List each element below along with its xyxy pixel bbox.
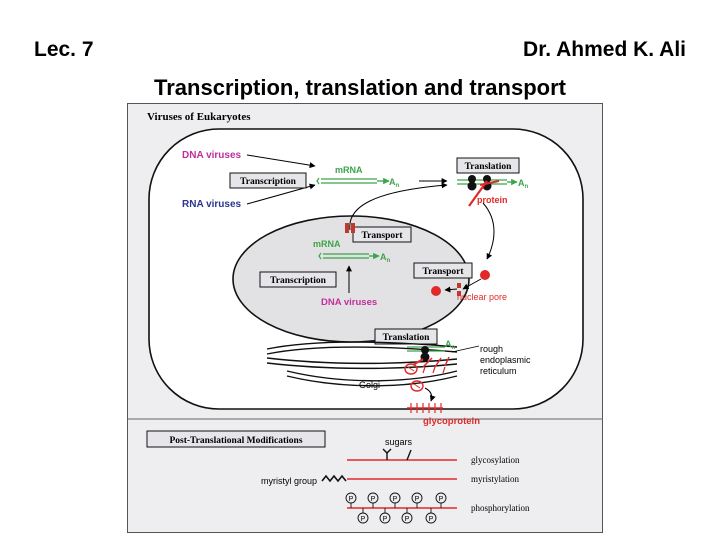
transport-label-export: Transport — [362, 231, 404, 241]
rna-viruses-label: RNA viruses — [182, 199, 242, 210]
nuclear-pore-export — [345, 223, 349, 233]
transport-label-import: Transport — [423, 267, 465, 277]
nuclear-pore-label: nuclear pore — [457, 292, 507, 302]
lecture-number: Lec. 7 — [34, 38, 94, 61]
protein-label: protein — [477, 195, 508, 205]
svg-text:An: An — [389, 177, 400, 189]
rough-er-membrane — [266, 341, 458, 350]
to-membrane-arrow — [424, 387, 436, 402]
transcription-box-cyto — [229, 172, 307, 189]
phosphate-groups — [345, 492, 447, 524]
export-arrow — [349, 182, 448, 231]
svg-text:P: P — [361, 516, 366, 523]
svg-text:P: P — [415, 496, 420, 503]
ribosome-cyto-1 — [468, 175, 476, 183]
virus-gene-expression-figure: Viruses of Eukaryotes DNA viruses RNA vi… — [127, 103, 603, 533]
rough-er-label-3: reticulum — [480, 366, 517, 376]
svg-text:P: P — [405, 516, 410, 523]
transport-box-export — [352, 226, 412, 243]
ribosome-cyto-2 — [483, 175, 491, 183]
ribosome-er — [421, 346, 429, 354]
translation-box-cyto — [456, 157, 520, 174]
slide-title: Transcription, translation and transport — [154, 75, 566, 100]
myristyl-group-mark — [321, 474, 347, 483]
svg-text:An: An — [445, 339, 456, 351]
mrna-label-nucleus: mRNA — [313, 239, 341, 249]
golgi-stack — [286, 370, 458, 382]
glycoprotein-label: glycoprotein — [423, 416, 480, 427]
transcription-box-nucleus — [259, 271, 337, 288]
poly-a-label-nucleus: A — [380, 252, 387, 262]
translation-label-cyto: Translation — [465, 162, 513, 172]
nuclear-pore-import — [457, 283, 461, 288]
svg-text:P: P — [393, 496, 398, 503]
svg-text:P: P — [383, 516, 388, 523]
poly-a-label-translating: A — [518, 178, 525, 188]
phosphorylation-label: phosphorylation — [471, 503, 530, 513]
transcription-label-cyto: Transcription — [240, 177, 296, 187]
sugars-label: sugars — [385, 437, 413, 447]
myristylation-label: myristylation — [471, 474, 519, 484]
protein-particle-inside — [431, 286, 441, 296]
protein-particle-outside — [480, 270, 490, 280]
glycosylation-label: glycosylation — [471, 455, 520, 465]
svg-text:P: P — [429, 516, 434, 523]
ptm-title: Post-Translational Modifications — [169, 436, 302, 446]
svg-text:P: P — [439, 496, 444, 503]
dna-viruses-label: DNA viruses — [182, 150, 242, 161]
panel-title: Viruses of Eukaryotes — [147, 111, 251, 123]
svg-text:An: An — [380, 252, 391, 264]
mrna-label-cyto: mRNA — [335, 165, 363, 175]
vesicle-2 — [410, 380, 424, 392]
phosphate-symbol: P — [349, 496, 354, 503]
translation-label-er: Translation — [383, 333, 431, 343]
author-name: Dr. Ahmed K. Ali — [523, 38, 686, 61]
myristyl-group-label: myristyl group — [261, 476, 317, 486]
dna-viruses-nucleus-label: DNA viruses — [321, 297, 377, 308]
transport-box-import — [413, 262, 473, 279]
rough-er-label-2: endoplasmic — [480, 355, 531, 365]
poly-a-label-cyto: A — [389, 177, 396, 187]
transcription-label-nucleus: Transcription — [270, 276, 326, 286]
rough-er-label-1: rough — [480, 344, 503, 354]
rough-er-leader — [451, 345, 480, 353]
protein-import-arrow — [482, 202, 495, 260]
golgi-label: Golgi — [359, 380, 380, 390]
svg-text:P: P — [371, 496, 376, 503]
vesicle-1 — [404, 363, 418, 375]
ptm-title-box — [146, 430, 326, 448]
dna-viruses-arrow — [246, 154, 316, 169]
svg-text:An: An — [518, 178, 529, 190]
poly-a-label-er: A — [445, 339, 452, 349]
